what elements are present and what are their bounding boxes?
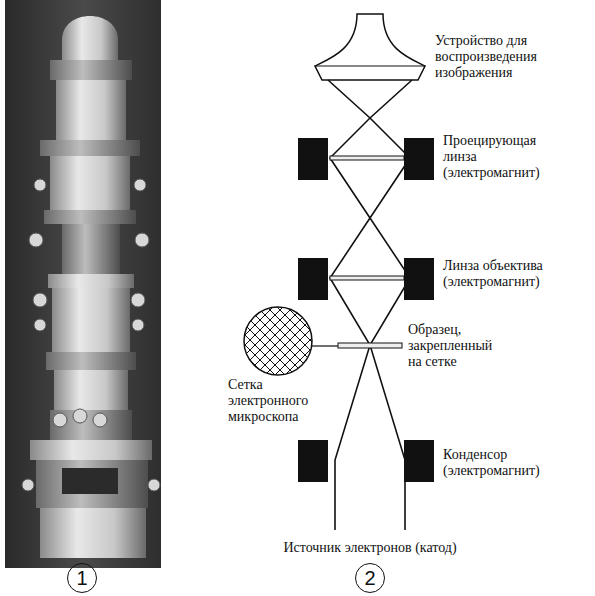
part-label: Проецирующая линза (электромагнит)	[443, 133, 563, 181]
leader-line	[312, 345, 338, 346]
electromagnets	[298, 138, 434, 482]
screen	[315, 14, 425, 80]
part-label: Сетка электронного микроскопа	[228, 377, 323, 425]
electron-beam	[328, 80, 412, 530]
part-label: Образец, закрепленный на сетке	[408, 322, 508, 370]
callout-circle: 2	[355, 563, 385, 593]
part-label: Конденсор (электромагнит)	[443, 447, 563, 479]
callout-circle: 1	[67, 563, 97, 593]
specimen	[338, 343, 402, 348]
schematic	[230, 14, 434, 530]
callout-number: 1	[76, 567, 87, 590]
part-label: Линза объектива (электромагнит)	[443, 258, 568, 290]
part-label: Устройство для воспроизведения изображен…	[435, 33, 570, 81]
callout-number: 2	[364, 567, 375, 590]
microscope-photo	[5, 0, 161, 568]
lenses	[330, 156, 404, 280]
part-label: Источник электронов (катод)	[250, 540, 490, 556]
em-grid	[244, 307, 312, 375]
